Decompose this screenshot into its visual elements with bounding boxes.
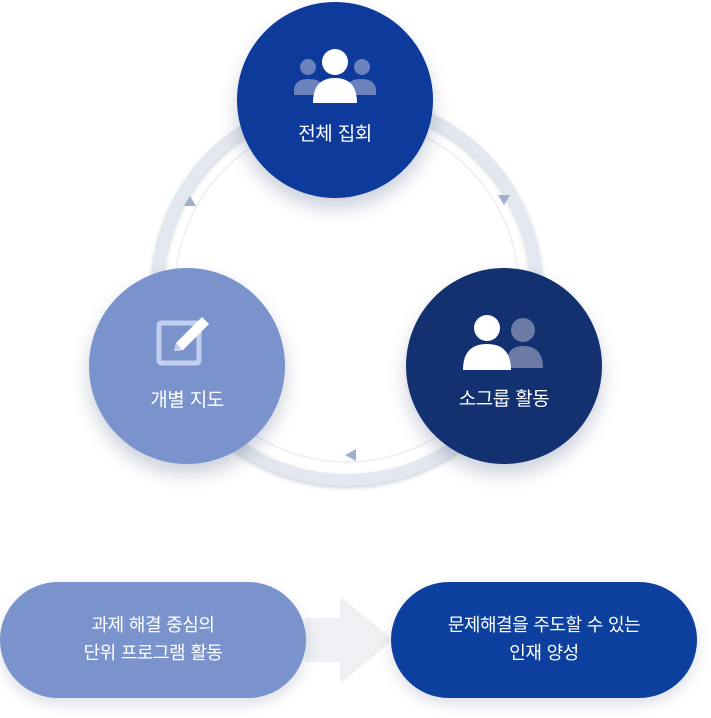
pill-line: 과제 해결 중심의 <box>91 615 215 636</box>
node-individual-guidance: 개별 지도 <box>89 268 285 464</box>
two-people-icon <box>463 314 543 370</box>
node-label: 개별 지도 <box>150 388 224 411</box>
cycle-arrow-right <box>498 195 510 205</box>
node-whole-assembly: 전체 집회 <box>237 2 433 198</box>
pill-line: 문제해결을 주도할 수 있는 <box>447 615 641 636</box>
group-icon <box>294 48 376 103</box>
cycle-arrow-bottom <box>345 449 356 461</box>
node-label: 전체 집회 <box>298 122 372 145</box>
pill-line: 단위 프로그램 활동 <box>83 643 223 664</box>
node-small-group: 소그룹 활동 <box>406 268 602 464</box>
pill-line: 인재 양성 <box>509 643 579 664</box>
node-label: 소그룹 활동 <box>458 387 550 410</box>
right-arrow-icon <box>305 596 393 684</box>
cycle-arrow-left <box>184 196 196 206</box>
program-activity-pill: 과제 해결 중심의 단위 프로그램 활동 <box>0 582 306 698</box>
edit-icon <box>156 316 209 365</box>
talent-development-pill: 문제해결을 주도할 수 있는 인재 양성 <box>391 582 697 698</box>
